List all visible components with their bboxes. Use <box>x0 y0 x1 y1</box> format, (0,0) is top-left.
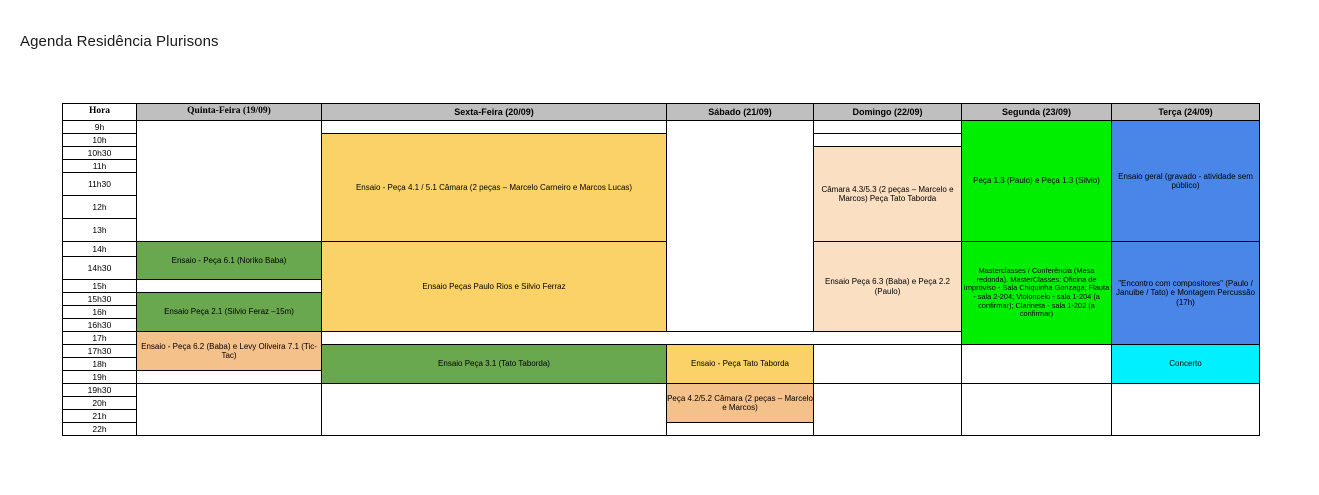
table-row: 15h30 Ensaio Peça 2.1 (Silvio Feraz –15m… <box>62 292 1260 332</box>
hour-label: 10h <box>62 133 137 147</box>
hour-label: 11h <box>62 159 137 173</box>
cell-segunda-evening-empty <box>961 344 1112 384</box>
hour-label: 15h30 <box>62 292 137 306</box>
column-header-sabado: Sábado (21/09) <box>666 103 814 121</box>
event-terca-concerto[interactable]: Concerto <box>1111 344 1260 384</box>
table-row: 22h <box>62 422 1260 436</box>
event-quinta-ensaio-21[interactable]: Ensaio Peça 2.1 (Silvio Feraz –15m) <box>136 292 322 332</box>
table-header-row: Hora Quinta-Feira (19/09) Sexta-Feira (2… <box>62 103 1260 121</box>
hour-label: 14h30 <box>62 256 137 280</box>
cell-sexta-9h-empty <box>321 120 667 134</box>
hour-label: 15h <box>62 279 137 293</box>
cell-terca-night-empty <box>1111 383 1260 436</box>
table-row: 14h30 <box>62 256 1260 280</box>
hour-label: 9h <box>62 120 137 134</box>
cell-domingo-9h-empty <box>813 120 962 134</box>
cell-sexta-night-empty <box>321 383 667 436</box>
event-sexta-camara-41-51[interactable]: Ensaio - Peça 4.1 / 5.1 Câmara (2 peças … <box>321 133 667 242</box>
hour-label: 10h30 <box>62 146 137 160</box>
hour-label: 13h <box>62 218 137 242</box>
column-header-hora: Hora <box>62 103 137 121</box>
event-domingo-camara-43-53[interactable]: Câmara 4.3/5.3 (2 peças – Marcelo e Marc… <box>813 146 962 242</box>
hour-label: 21h <box>62 409 137 423</box>
event-domingo-ensaio-63-22[interactable]: Ensaio Peça 6.3 (Baba) e Peça 2.2 (Paulo… <box>813 241 962 332</box>
table-row: 17h30 Ensaio Peça 3.1 (Tato Taborda) Ens… <box>62 344 1260 384</box>
table-row: 11h <box>62 159 1260 173</box>
hour-label: 16h <box>62 305 137 319</box>
cell-quinta-morning-empty <box>136 120 322 242</box>
table-row: 16h <box>62 305 1260 319</box>
event-terca-ensaio-geral[interactable]: Ensaio geral (gravado - atividade sem pú… <box>1111 120 1260 242</box>
event-segunda-peca-13[interactable]: Peça 1.3 (Paulo) e Peça 1.3 (Silvio) <box>961 120 1112 242</box>
hour-label: 11h30 <box>62 172 137 196</box>
schedule-table-container: Hora Quinta-Feira (19/09) Sexta-Feira (2… <box>62 103 1260 436</box>
hour-label: 12h <box>62 195 137 219</box>
table-row: 21h <box>62 409 1260 423</box>
hour-label: 19h <box>62 370 137 384</box>
table-row: 10h Ensaio - Peça 4.1 / 5.1 Câmara (2 pe… <box>62 133 1260 242</box>
table-row: 19h <box>62 370 1260 384</box>
table-row: 10h30 Câmara 4.3/5.3 (2 peças – Marcelo … <box>62 146 1260 242</box>
cell-quinta-15h-empty <box>136 279 322 293</box>
hour-label: 14h <box>62 241 137 257</box>
cell-sabado-22h-empty <box>666 422 814 436</box>
column-header-domingo: Domingo (22/09) <box>813 103 962 121</box>
hour-label: 20h <box>62 396 137 410</box>
column-header-terca: Terça (24/09) <box>1111 103 1260 121</box>
column-header-sexta: Sexta-Feira (20/09) <box>321 103 667 121</box>
cell-sabado-upper-empty <box>666 120 814 332</box>
event-sabado-camara-42-52[interactable]: Peça 4.2/5.2 Câmara (2 peças – Marcelo e… <box>666 383 814 423</box>
cell-domingo-night-empty <box>813 383 962 436</box>
page-title: Agenda Residência Plurisons <box>20 33 219 50</box>
table-row: 12h <box>62 195 1260 219</box>
column-header-segunda: Segunda (23/09) <box>961 103 1112 121</box>
event-quinta-ensaio-31[interactable]: Ensaio Peça 3.1 (Tato Taborda) <box>321 344 667 384</box>
event-terca-encontro-compositores[interactable]: "Encontro com compositores" (Paulo / Jan… <box>1111 241 1260 345</box>
event-sexta-peca-tato[interactable]: Ensaio - Peça Tato Taborda <box>666 344 814 384</box>
table-row: 18h <box>62 357 1260 371</box>
schedule-table: Hora Quinta-Feira (19/09) Sexta-Feira (2… <box>62 103 1260 436</box>
table-row: 17h Ensaio - Peça 6.2 (Baba) e Levy Oliv… <box>62 331 1260 371</box>
hour-label: 17h30 <box>62 344 137 358</box>
column-header-quinta: Quinta-Feira (19/09) <box>136 103 322 121</box>
cell-domingo-evening-empty <box>813 344 962 384</box>
table-row: 14h Ensaio - Peça 6.1 (Noriko Baba) Ensa… <box>62 241 1260 345</box>
event-sabado-ensaio-62-71[interactable]: Ensaio - Peça 6.2 (Baba) e Levy Oliveira… <box>136 331 322 371</box>
hour-label: 19h30 <box>62 383 137 397</box>
hour-label: 22h <box>62 422 137 436</box>
table-row: 19h30 Peça 4.2/5.2 Câmara (2 peças – Mar… <box>62 383 1260 436</box>
cell-quinta-night-empty <box>136 383 322 436</box>
hour-label: 18h <box>62 357 137 371</box>
hour-label: 17h <box>62 331 137 345</box>
event-segunda-masterclasses[interactable]: Masterclasses / Conferência (Mesa redond… <box>961 241 1112 345</box>
table-row: 20h <box>62 396 1260 410</box>
event-sexta-pecas-paulo-silvio[interactable]: Ensaio Peças Paulo Rios e Silvio Ferraz <box>321 241 667 332</box>
event-quinta-ensaio-61[interactable]: Ensaio - Peça 6.1 (Noriko Baba) <box>136 241 322 280</box>
cell-domingo-10h-empty <box>813 133 962 147</box>
cell-segunda-night-empty <box>961 383 1112 436</box>
table-row: 9h Peça 1.3 (Paulo) e Peça 1.3 (Silvio) … <box>62 120 1260 332</box>
hour-label: 16h30 <box>62 318 137 332</box>
